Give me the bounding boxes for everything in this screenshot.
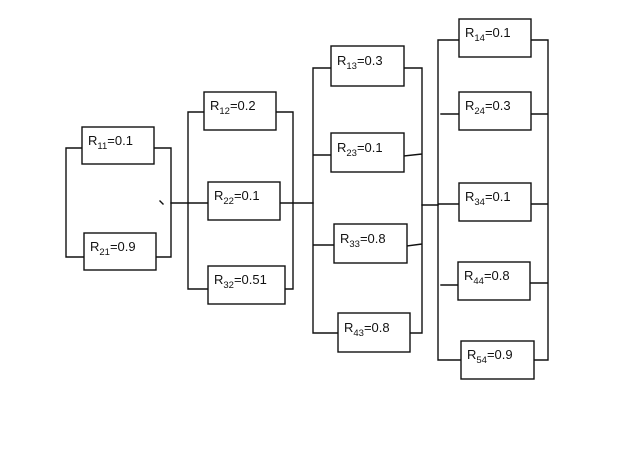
stage-3-wiring	[312, 67, 439, 334]
component-R14: R14=0.1	[458, 18, 532, 58]
component-R22: R22=0.1	[207, 181, 281, 221]
label-R23: R23=0.1	[337, 140, 383, 159]
label-R11: R11=0.1	[88, 133, 133, 152]
component-R13: R13=0.3	[330, 45, 405, 87]
label-R22: R22=0.1	[214, 188, 260, 207]
component-R33: R33=0.8	[333, 223, 408, 264]
component-R32: R32=0.51	[207, 265, 286, 305]
label-R54: R54=0.9	[467, 347, 513, 366]
stage-4-wiring	[437, 39, 549, 361]
label-R24: R24=0.3	[465, 98, 511, 117]
label-R21: R21=0.9	[90, 239, 136, 258]
component-R54: R54=0.9	[460, 340, 535, 380]
component-R34: R34=0.1	[458, 182, 532, 222]
label-R32: R32=0.51	[214, 272, 267, 291]
label-R44: R44=0.8	[464, 268, 510, 287]
label-R13: R13=0.3	[337, 53, 383, 72]
label-R33: R33=0.8	[340, 231, 386, 250]
label-R34: R34=0.1	[465, 189, 511, 208]
component-R44: R44=0.8	[457, 261, 531, 301]
stage-1-wiring	[65, 147, 189, 258]
component-R11: R11=0.1	[81, 126, 155, 165]
component-R43: R43=0.8	[337, 312, 411, 353]
label-R43: R43=0.8	[344, 320, 390, 339]
stage-2-wiring	[187, 111, 314, 290]
label-R14: R14=0.1	[465, 25, 511, 44]
component-R24: R24=0.3	[458, 91, 532, 131]
component-R23: R23=0.1	[330, 132, 405, 173]
label-R12: R12=0.2	[210, 98, 256, 117]
component-R21: R21=0.9	[83, 232, 157, 271]
component-R12: R12=0.2	[203, 91, 277, 131]
